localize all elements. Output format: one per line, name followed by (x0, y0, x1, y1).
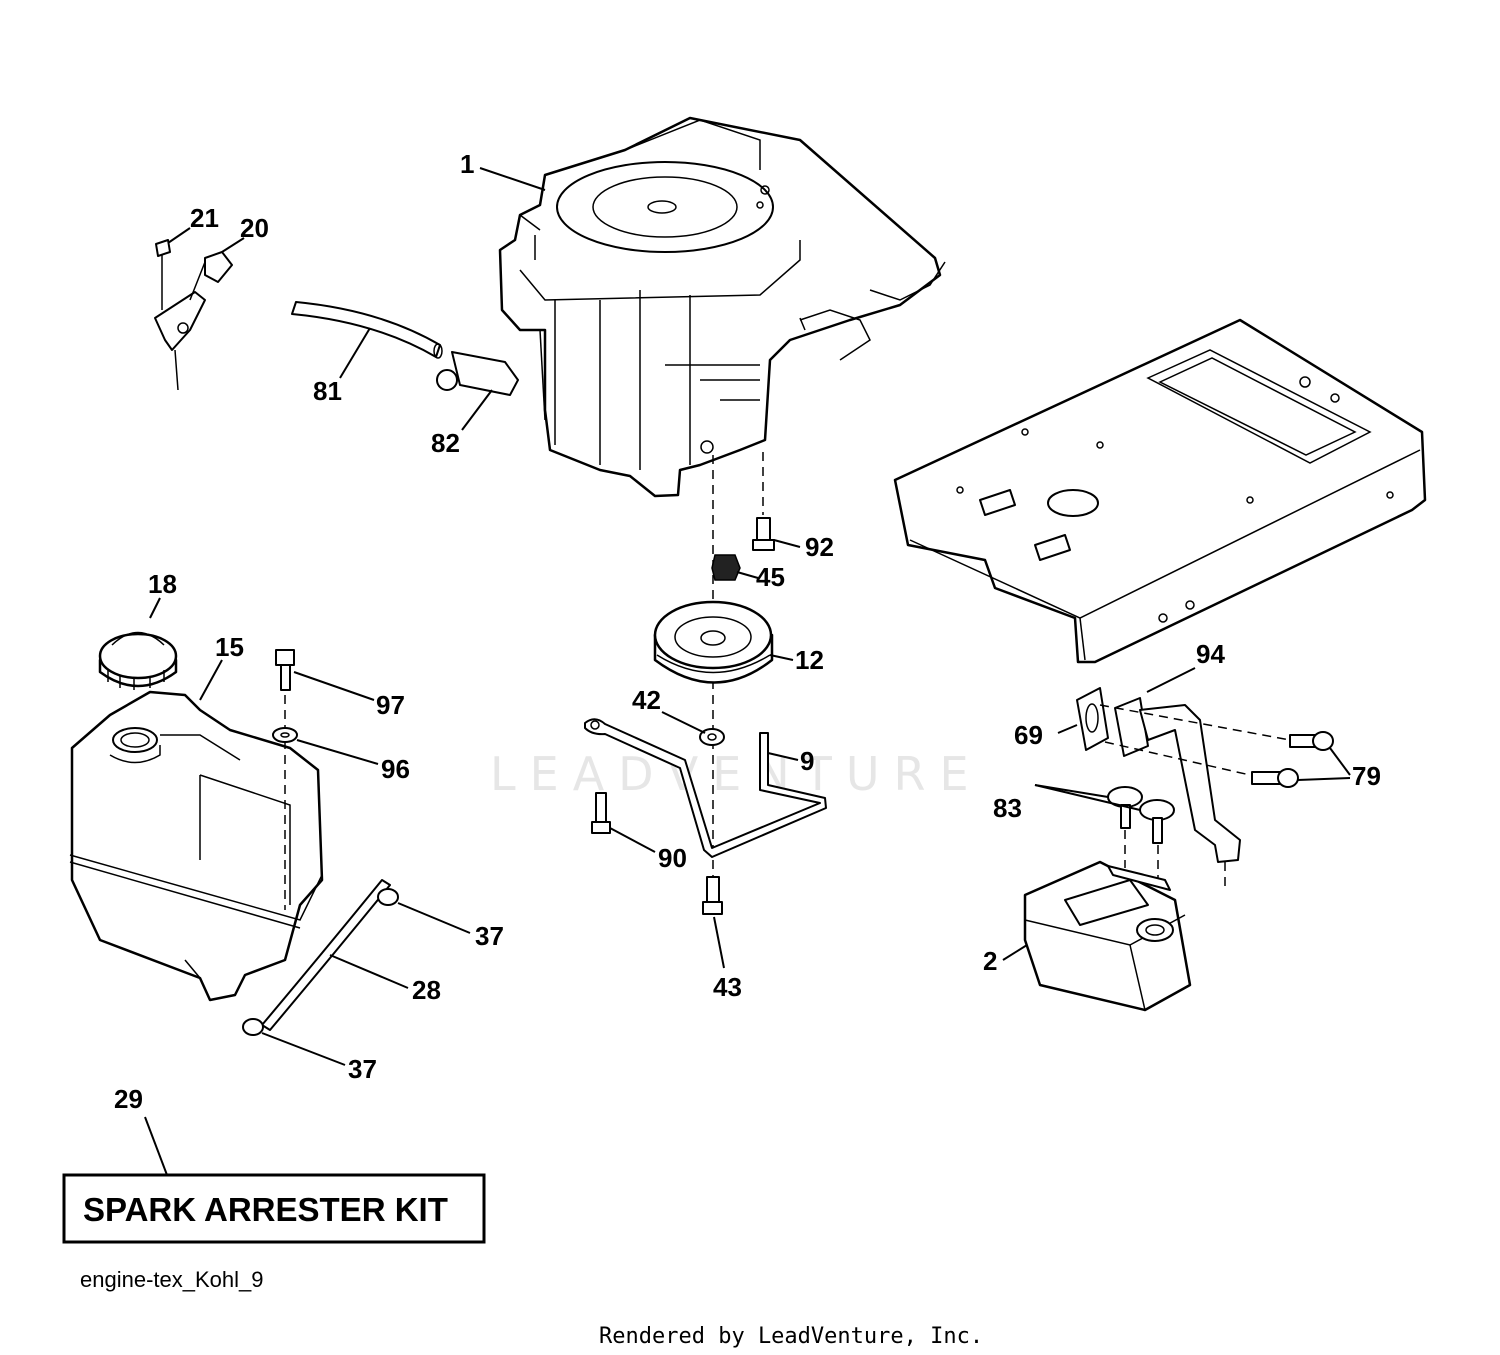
gasket-69-drawing (1076, 687, 1109, 751)
part-label-2: 2 (983, 946, 997, 976)
footer-credit: Rendered by LeadVenture, Inc. (599, 1324, 983, 1349)
part-label-69: 69 (1014, 720, 1043, 750)
part-label-42: 42 (632, 685, 661, 715)
engine-drawing (498, 116, 946, 498)
part-label-37-top: 37 (475, 921, 504, 951)
throttle-control-drawing (154, 239, 233, 391)
pulley-12-drawing (653, 600, 774, 684)
bolt-43-drawing (702, 876, 723, 915)
part-label-29: 29 (114, 1084, 143, 1114)
belt-guide-9-drawing (584, 718, 827, 858)
part-label-45: 45 (756, 562, 785, 592)
exhaust-pipe-94-drawing (1114, 697, 1241, 863)
part-label-43: 43 (713, 972, 742, 1002)
part-label-97: 97 (376, 690, 405, 720)
part-label-92: 92 (805, 532, 834, 562)
washer-96-drawing (272, 727, 298, 743)
diagram-code: engine-tex_Kohl_9 (80, 1267, 263, 1292)
part-label-28: 28 (412, 975, 441, 1005)
part-label-21: 21 (190, 203, 219, 233)
part-label-81: 81 (313, 376, 342, 406)
watermark-text: LEADVENTURE (490, 747, 983, 801)
part-label-94: 94 (1196, 639, 1225, 669)
washer-42-drawing (699, 728, 725, 746)
gas-cap-drawing (98, 631, 178, 690)
fuel-line-28-drawing (242, 879, 399, 1036)
part-label-90: 90 (658, 843, 687, 873)
part-label-83: 83 (993, 793, 1022, 823)
fuel-line-drawing (291, 301, 519, 396)
part-label-96: 96 (381, 754, 410, 784)
muffler-2-drawing (1023, 860, 1192, 1012)
part-label-9: 9 (800, 746, 814, 776)
screws-83-drawing (1107, 786, 1175, 844)
chassis-frame-drawing (893, 318, 1427, 664)
part-label-20: 20 (240, 213, 269, 243)
part-label-12: 12 (795, 645, 824, 675)
fuel-tank-drawing (69, 690, 324, 1002)
part-label-82: 82 (431, 428, 460, 458)
part-label-18: 18 (148, 569, 177, 599)
screw-97-drawing (275, 649, 295, 691)
bolts-79-drawing (1251, 731, 1334, 788)
bolt-92-drawing (752, 517, 775, 551)
nut-45-drawing (711, 554, 741, 581)
spark-arrester-kit-label: SPARK ARRESTER KIT (83, 1191, 448, 1228)
part-label-15: 15 (215, 632, 244, 662)
part-label-1: 1 (460, 149, 474, 179)
part-label-37-bottom: 37 (348, 1054, 377, 1084)
part-label-79: 79 (1352, 761, 1381, 791)
spark-arrester-kit-box (62, 1173, 486, 1244)
bolt-90-drawing (591, 792, 611, 834)
